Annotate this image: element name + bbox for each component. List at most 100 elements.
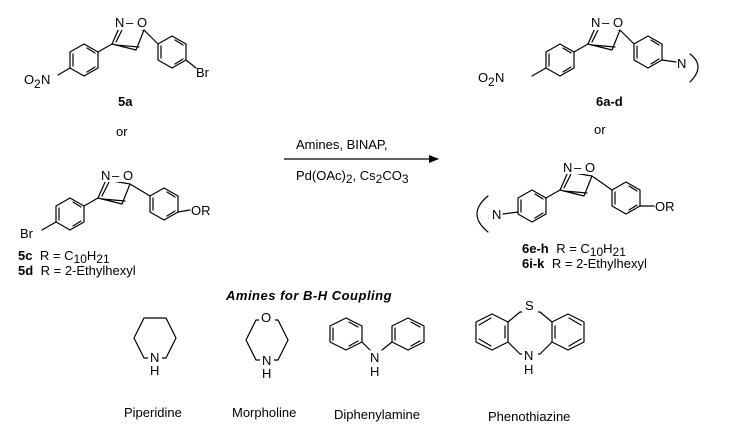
compound-label-5a: 5a: [118, 94, 133, 109]
benzene-ring: [545, 43, 575, 77]
benzene-ring: [475, 313, 509, 351]
svg-text:–: –: [126, 15, 134, 30]
bromine-atom: Br: [20, 226, 34, 241]
or-word-reactants: or: [116, 124, 128, 139]
morpholine-n: N: [262, 353, 271, 368]
single-bond: [502, 211, 519, 215]
double-bond: [115, 44, 140, 48]
or-word-products: or: [594, 122, 606, 137]
double-bond: [86, 66, 96, 73]
benzene-ring: [329, 317, 363, 351]
double-bond: [568, 317, 582, 326]
single-bond: [129, 183, 151, 197]
svg-text:–: –: [602, 15, 610, 30]
amine-name-piperidine: Piperidine: [124, 405, 182, 420]
single-bond: [143, 29, 159, 45]
benzene-ring: [149, 187, 179, 221]
or-substituent: OR: [655, 199, 675, 214]
or-substituent: OR: [191, 203, 211, 218]
double-bond: [568, 338, 582, 347]
amine-n: N: [492, 207, 501, 222]
double-bond: [101, 198, 126, 202]
isoxazole-o: O: [123, 168, 133, 183]
double-bond: [410, 340, 421, 347]
diphenylamine-structure: N H: [329, 317, 425, 379]
svg-text:–: –: [112, 168, 120, 183]
single-bond: [185, 59, 197, 69]
double-bond: [348, 321, 359, 328]
double-bond: [650, 58, 660, 65]
phenothiazine-h: H: [524, 362, 533, 377]
double-bond: [563, 173, 572, 189]
double-bond: [628, 204, 638, 211]
benzene-ring: [69, 43, 99, 77]
compound-label-6a-d: 6a-d: [596, 94, 623, 109]
isoxazole-ring: [97, 179, 131, 205]
amine-name-morpholine: Morpholine: [232, 405, 296, 420]
double-bond: [562, 66, 572, 73]
double-bond: [563, 190, 588, 194]
piperidine-h: H: [150, 363, 159, 378]
single-bond: [545, 189, 561, 199]
single-bond: [591, 175, 613, 191]
nitro-subscript: 2: [488, 75, 495, 89]
double-bond: [174, 39, 184, 46]
double-bond: [348, 340, 359, 347]
morpholine-o: O: [261, 310, 271, 325]
benzene-ring: [55, 197, 85, 231]
piperidine-structure: N H: [133, 317, 177, 378]
diphenylamine-n: N: [370, 350, 379, 365]
single-bond: [177, 209, 191, 213]
amine-ring-arc: [476, 195, 489, 233]
single-bond: [619, 29, 635, 45]
compound-5d-r-group: 5d R = 2-Ethylhexyl: [18, 262, 136, 279]
double-bond: [534, 193, 544, 200]
isoxazole-n: N: [115, 15, 124, 30]
conditions-line-2: Pd(OAc)2, Cs2CO3: [296, 168, 409, 186]
compound-6e-h-r-group: 6e-h R = C10H21: [522, 240, 626, 259]
double-bond: [86, 47, 96, 54]
diphenylamine-h: H: [370, 364, 379, 379]
benzene-ring: [157, 35, 187, 69]
compound-6i-k-r-group: 6i-k R = 2-Ethylhexyl: [522, 255, 647, 272]
single-bond: [381, 341, 393, 351]
double-bond: [72, 220, 82, 227]
isoxazole-n: N: [563, 160, 572, 175]
benzene-ring: [391, 317, 425, 351]
benzene-ring: [633, 35, 663, 69]
svg-text:–: –: [574, 160, 582, 175]
single-bond: [57, 67, 71, 76]
benzene-ring: [611, 181, 641, 215]
single-bond: [361, 341, 371, 351]
reactant-5a: N – O Br O 2 N: [24, 14, 210, 91]
single-bond: [573, 43, 589, 53]
nitro-o: O: [478, 70, 488, 85]
amines-section-title: Amines for B-H Coupling: [225, 288, 392, 303]
double-bond: [534, 212, 544, 219]
double-bond: [628, 185, 638, 192]
bromine-atom: Br: [196, 65, 210, 80]
double-bond: [591, 44, 616, 48]
product-6e-k: N N – O OR: [476, 158, 675, 233]
morpholine-structure: O N H: [245, 308, 289, 381]
double-bond: [166, 191, 176, 198]
double-bond: [591, 27, 600, 43]
conditions-line-1: Amines, BINAP,: [296, 137, 388, 152]
product-6a-d: N – O N O 2 N: [478, 14, 699, 89]
double-bond: [650, 39, 660, 46]
double-bond: [410, 321, 421, 328]
compound-5c-r-group: 5c R = C10H21: [18, 247, 110, 266]
amine-name-phenothiazine: Phenothiazine: [488, 409, 570, 424]
nitro-o: O: [24, 72, 34, 87]
morpholine-h: H: [262, 366, 271, 381]
isoxazole-o: O: [613, 15, 623, 30]
nitro-n: N: [495, 70, 504, 85]
single-bond: [83, 197, 99, 207]
morpholine-ring: [245, 319, 289, 361]
double-bond: [72, 201, 82, 208]
amine-ring-arc: [689, 53, 699, 83]
benzene-ring: [551, 313, 585, 351]
piperidine-ring: [133, 317, 177, 359]
phenothiazine-s: S: [525, 298, 534, 313]
